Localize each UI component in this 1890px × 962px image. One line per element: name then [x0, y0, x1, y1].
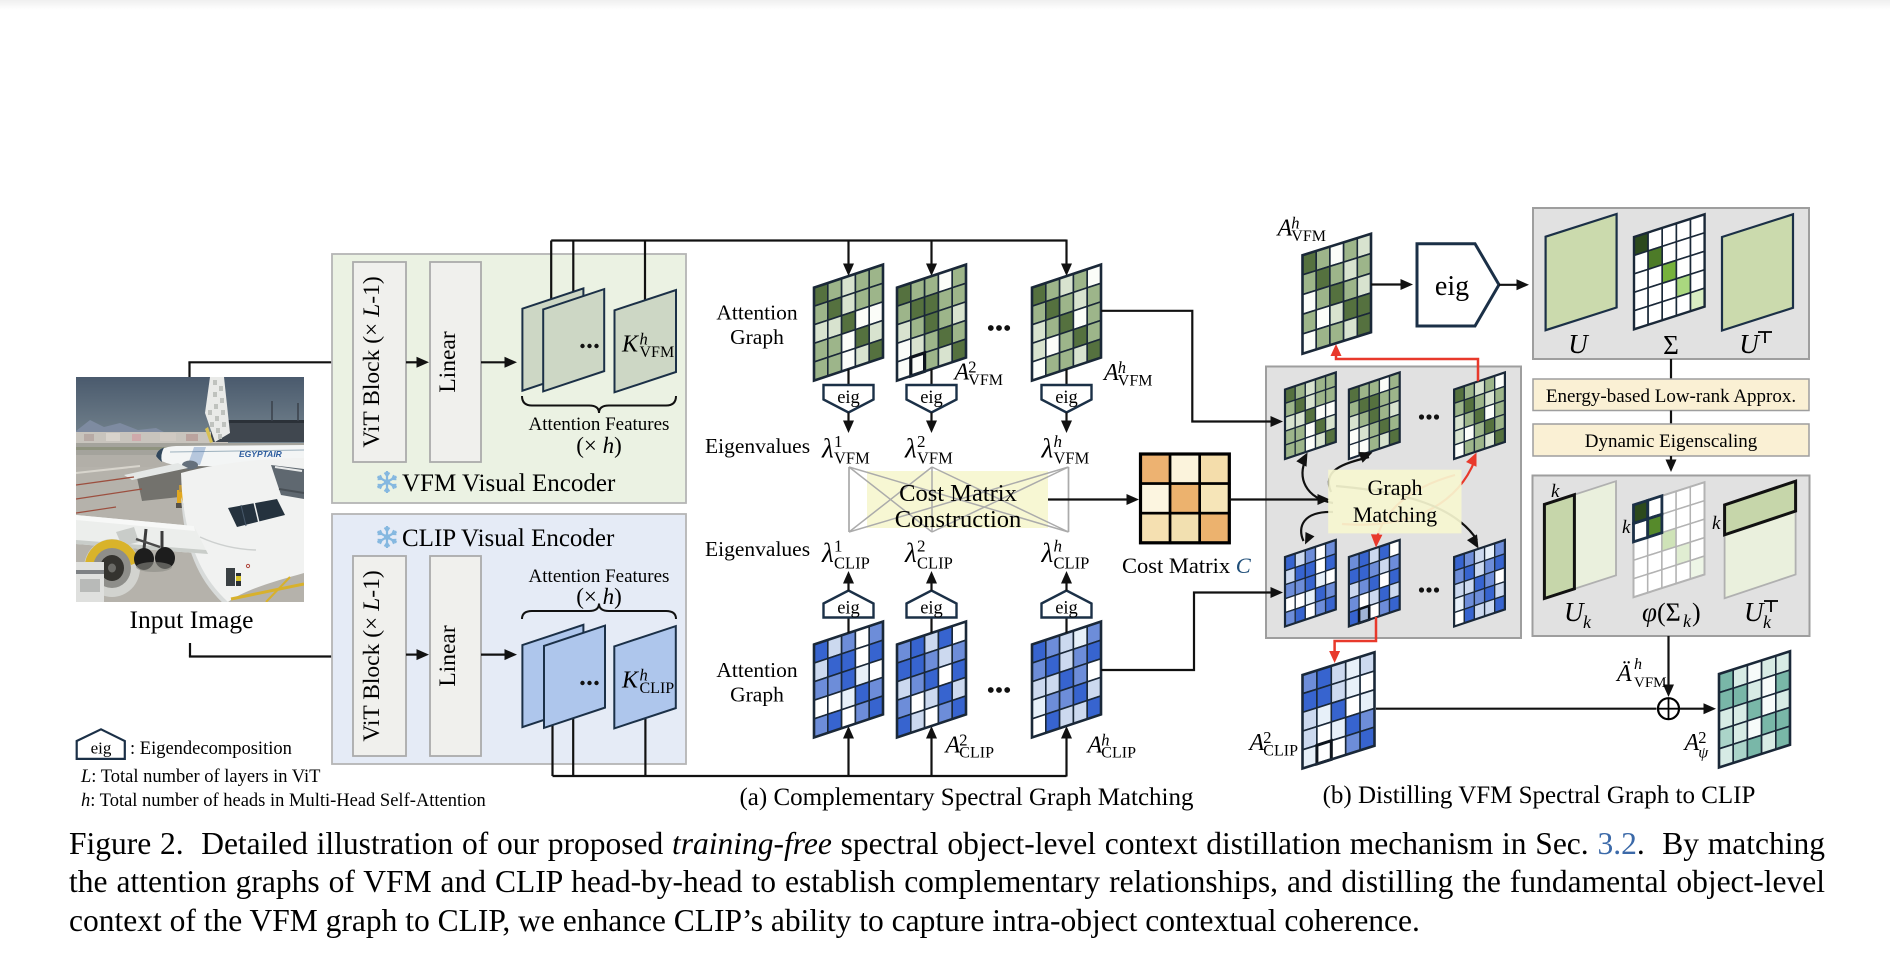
svg-text:CLIP: CLIP — [1054, 553, 1090, 572]
svg-text:ViT Block (× L-1): ViT Block (× L-1) — [359, 276, 385, 447]
svg-text:1: 1 — [834, 432, 843, 451]
svg-text:eig: eig — [91, 739, 112, 758]
svg-text:Cost Matrix: Cost Matrix — [899, 480, 1017, 507]
svg-text:A: A — [1683, 730, 1700, 756]
svg-text:h: h — [1054, 536, 1063, 555]
svg-text:eig: eig — [920, 599, 943, 619]
svg-text:CLIP: CLIP — [640, 680, 675, 697]
svg-text:λ: λ — [821, 434, 834, 464]
svg-text:Eigenvalues: Eigenvalues — [705, 434, 810, 458]
svg-text:A: A — [1086, 732, 1103, 758]
svg-text:CLIP Visual Encoder: CLIP Visual Encoder — [402, 525, 615, 552]
svg-text:eig: eig — [837, 388, 860, 408]
svg-text:VFM: VFM — [640, 344, 675, 361]
svg-text:h: h — [1054, 432, 1063, 451]
svg-text:Attention: Attention — [716, 658, 797, 682]
svg-text:Linear: Linear — [435, 625, 461, 686]
svg-text:1: 1 — [834, 536, 843, 555]
svg-text:h: h — [640, 330, 648, 349]
svg-text:U: U — [1568, 329, 1589, 359]
svg-text:EGYPTAIR: EGYPTAIR — [239, 449, 283, 459]
svg-text:A: A — [1248, 730, 1265, 756]
svg-text:h: h — [1101, 730, 1109, 749]
svg-text:λ: λ — [904, 538, 917, 568]
svg-text:U: U — [1744, 597, 1765, 627]
svg-text:Cost Matrix C: Cost Matrix C — [1122, 553, 1252, 578]
svg-text:Attention Features: Attention Features — [529, 414, 670, 435]
svg-text:(× h): (× h) — [576, 433, 622, 458]
svg-text:ψ: ψ — [1698, 745, 1709, 762]
svg-text:Input Image: Input Image — [130, 605, 254, 634]
svg-text:λ: λ — [1041, 538, 1054, 568]
svg-text:U: U — [1564, 597, 1585, 627]
svg-text:Ä: Ä — [1615, 661, 1632, 687]
svg-text:K: K — [621, 668, 640, 694]
svg-text:Energy-based Low-rank Approx.: Energy-based Low-rank Approx. — [1546, 386, 1796, 407]
svg-text:: Eigendecomposition: : Eigendecomposition — [130, 739, 292, 759]
svg-text:h: h — [640, 666, 648, 685]
svg-text:CLIP: CLIP — [959, 745, 994, 762]
svg-text:(b) Distilling VFM Spectral Gr: (b) Distilling VFM Spectral Graph to CLI… — [1323, 782, 1756, 809]
svg-text:Dynamic Eigenscaling: Dynamic Eigenscaling — [1585, 431, 1758, 452]
svg-text:VFM: VFM — [834, 449, 870, 468]
svg-text:h: Total number of heads in Mu: h: Total number of heads in Multi-Head S… — [81, 791, 486, 811]
svg-text:Graph: Graph — [730, 683, 784, 707]
svg-text:k: k — [1551, 481, 1560, 502]
svg-text:2: 2 — [917, 536, 926, 555]
svg-text:VFM: VFM — [1291, 228, 1326, 245]
svg-text:k: k — [1583, 612, 1592, 632]
svg-text:λ: λ — [904, 434, 917, 464]
svg-text:eig: eig — [1435, 271, 1469, 302]
svg-text:Attention Features: Attention Features — [529, 566, 670, 587]
svg-text:K: K — [621, 332, 640, 358]
svg-text:ViT Block (× L-1): ViT Block (× L-1) — [359, 570, 385, 741]
svg-text:CLIP: CLIP — [917, 553, 953, 572]
svg-text:Matching: Matching — [1353, 502, 1437, 527]
svg-text:CLIP: CLIP — [1263, 742, 1298, 759]
svg-text:CLIP: CLIP — [1101, 745, 1136, 762]
svg-text:eig: eig — [1055, 388, 1078, 408]
svg-text:2: 2 — [959, 730, 967, 749]
svg-text:): ) — [1692, 598, 1701, 627]
svg-text:Graph: Graph — [1368, 475, 1423, 500]
svg-text:eig: eig — [920, 388, 943, 408]
svg-text:VFM: VFM — [1118, 372, 1153, 389]
svg-text:Linear: Linear — [435, 331, 461, 392]
svg-text:A: A — [1276, 216, 1293, 242]
svg-text:VFM: VFM — [1634, 675, 1667, 691]
svg-text:2: 2 — [968, 357, 976, 376]
svg-text:k: k — [1622, 517, 1631, 538]
svg-text:A: A — [1102, 360, 1119, 386]
svg-text:eig: eig — [1055, 599, 1078, 619]
svg-text:k: k — [1683, 611, 1692, 631]
svg-text:k: k — [1763, 612, 1772, 632]
svg-text:A: A — [953, 359, 970, 385]
svg-text:eig: eig — [837, 599, 860, 619]
svg-text:φ: φ — [1642, 597, 1657, 627]
svg-text:k: k — [1712, 513, 1721, 534]
svg-text:(a) Complementary Spectral Gra: (a) Complementary Spectral Graph Matchin… — [739, 784, 1194, 811]
svg-text:h: h — [1291, 214, 1299, 233]
svg-text:L: Total number of layers in V: L: Total number of layers in ViT — [80, 767, 320, 787]
svg-text:λ: λ — [1041, 434, 1054, 464]
svg-text:Attention: Attention — [716, 301, 797, 325]
svg-text:VFM: VFM — [917, 449, 953, 468]
svg-text:CLIP: CLIP — [834, 553, 870, 572]
svg-text:Graph: Graph — [730, 325, 784, 349]
svg-text:2: 2 — [1263, 728, 1271, 747]
svg-text:2: 2 — [1698, 728, 1706, 747]
svg-text:h: h — [1118, 358, 1126, 377]
svg-text:Construction: Construction — [895, 506, 1022, 533]
svg-text:h: h — [1634, 656, 1642, 673]
svg-text:(Σ: (Σ — [1657, 598, 1681, 627]
svg-text:U: U — [1739, 329, 1760, 359]
svg-text:VFM Visual Encoder: VFM Visual Encoder — [402, 470, 616, 497]
svg-text:λ: λ — [821, 538, 834, 568]
svg-text:Σ: Σ — [1663, 330, 1679, 360]
svg-text:Eigenvalues: Eigenvalues — [705, 537, 810, 561]
svg-text:2: 2 — [917, 432, 926, 451]
svg-text:A: A — [944, 732, 961, 758]
svg-text:VFM: VFM — [1054, 449, 1090, 468]
svg-text:VFM: VFM — [968, 372, 1003, 389]
